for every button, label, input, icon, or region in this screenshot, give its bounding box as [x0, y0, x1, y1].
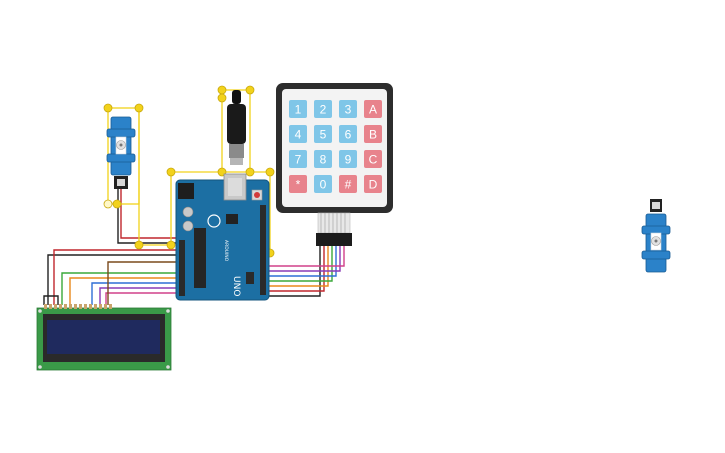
lcd-16x2[interactable] [36, 304, 172, 371]
key-8[interactable]: 8 [314, 150, 332, 168]
handle [265, 167, 275, 177]
key-0[interactable]: 0 [314, 175, 332, 193]
key-label: 7 [295, 153, 302, 167]
keypad-4x4[interactable]: 1 2 3 A 4 5 6 B 7 8 9 C * 0 # D [276, 83, 393, 246]
servo-motor-2[interactable] [641, 199, 671, 273]
key-label: 1 [295, 103, 302, 117]
arduino-selection [138, 108, 172, 246]
key-1[interactable]: 1 [289, 100, 307, 118]
servo-motor-1[interactable] [106, 116, 136, 189]
key-label: 5 [320, 128, 327, 142]
wire-kp-4 [262, 246, 333, 282]
wire-lcd-orange [69, 277, 178, 305]
wire-lcd-brown [107, 261, 178, 305]
handle [134, 240, 144, 250]
wire-servo1-black [117, 188, 178, 244]
handle [112, 199, 122, 209]
key-label: 3 [345, 103, 352, 117]
arduino-brand-label: ARDUINO [223, 240, 229, 262]
atmega-chip [194, 228, 206, 288]
handle [134, 103, 144, 113]
keypad-keys: 1 2 3 A 4 5 6 B 7 8 9 C * 0 # D [289, 100, 382, 193]
key-3[interactable]: 3 [339, 100, 357, 118]
handle [166, 240, 176, 250]
wires [43, 188, 345, 305]
key-4[interactable]: 4 [289, 125, 307, 143]
key-label: C [369, 153, 378, 167]
key-#[interactable]: # [339, 175, 357, 193]
power-pin-header [179, 240, 185, 296]
power-jack [178, 183, 194, 199]
key-D[interactable]: D [364, 175, 382, 193]
key-2[interactable]: 2 [314, 100, 332, 118]
key-label: B [369, 128, 377, 142]
wire-kp-6 [262, 246, 341, 272]
key-5[interactable]: 5 [314, 125, 332, 143]
key-*[interactable]: * [289, 175, 307, 193]
handle [166, 167, 176, 177]
key-label: 6 [345, 128, 352, 142]
lcd-screen [47, 320, 160, 354]
key-label: A [369, 103, 377, 117]
wire-kp-2 [262, 246, 325, 292]
handle [245, 85, 255, 95]
key-label: * [296, 178, 301, 192]
key-label: 4 [295, 128, 302, 142]
key-6[interactable]: 6 [339, 125, 357, 143]
wire-lcd-blue [91, 282, 178, 305]
wire-lcd-red [53, 249, 178, 305]
digital-pin-header [260, 205, 266, 295]
arduino-uno[interactable]: UNO ARDUINO [175, 90, 270, 301]
key-label: 0 [320, 178, 327, 192]
arduino-model-label: UNO [231, 276, 241, 296]
wire-lcd-black2 [43, 295, 59, 305]
key-label: 2 [320, 103, 327, 117]
key-7[interactable]: 7 [289, 150, 307, 168]
handle [103, 199, 113, 209]
handle [217, 93, 227, 103]
key-B[interactable]: B [364, 125, 382, 143]
wire-lcd-purple [99, 287, 178, 305]
handle [245, 167, 255, 177]
key-A[interactable]: A [364, 100, 382, 118]
lcd-pin-header [44, 304, 112, 309]
handle [217, 85, 227, 95]
key-label: D [369, 178, 378, 192]
wire-kp-7 [262, 246, 345, 267]
wire-lcd-pink [105, 292, 178, 305]
wire-lcd-green [61, 272, 178, 305]
key-C[interactable]: C [364, 150, 382, 168]
wire-kp-1 [262, 246, 321, 297]
handle [103, 103, 113, 113]
key-label: 9 [345, 153, 352, 167]
key-label: # [345, 178, 352, 192]
selection-handles[interactable] [103, 85, 275, 258]
usb-cable[interactable] [232, 90, 241, 104]
wire-kp-5 [262, 246, 337, 277]
key-label: 8 [320, 153, 327, 167]
key-9[interactable]: 9 [339, 150, 357, 168]
keypad-connector [316, 233, 352, 246]
wire-kp-3 [262, 246, 329, 287]
wire-servo1-red [120, 188, 178, 239]
wire-lcd-black [47, 254, 178, 305]
